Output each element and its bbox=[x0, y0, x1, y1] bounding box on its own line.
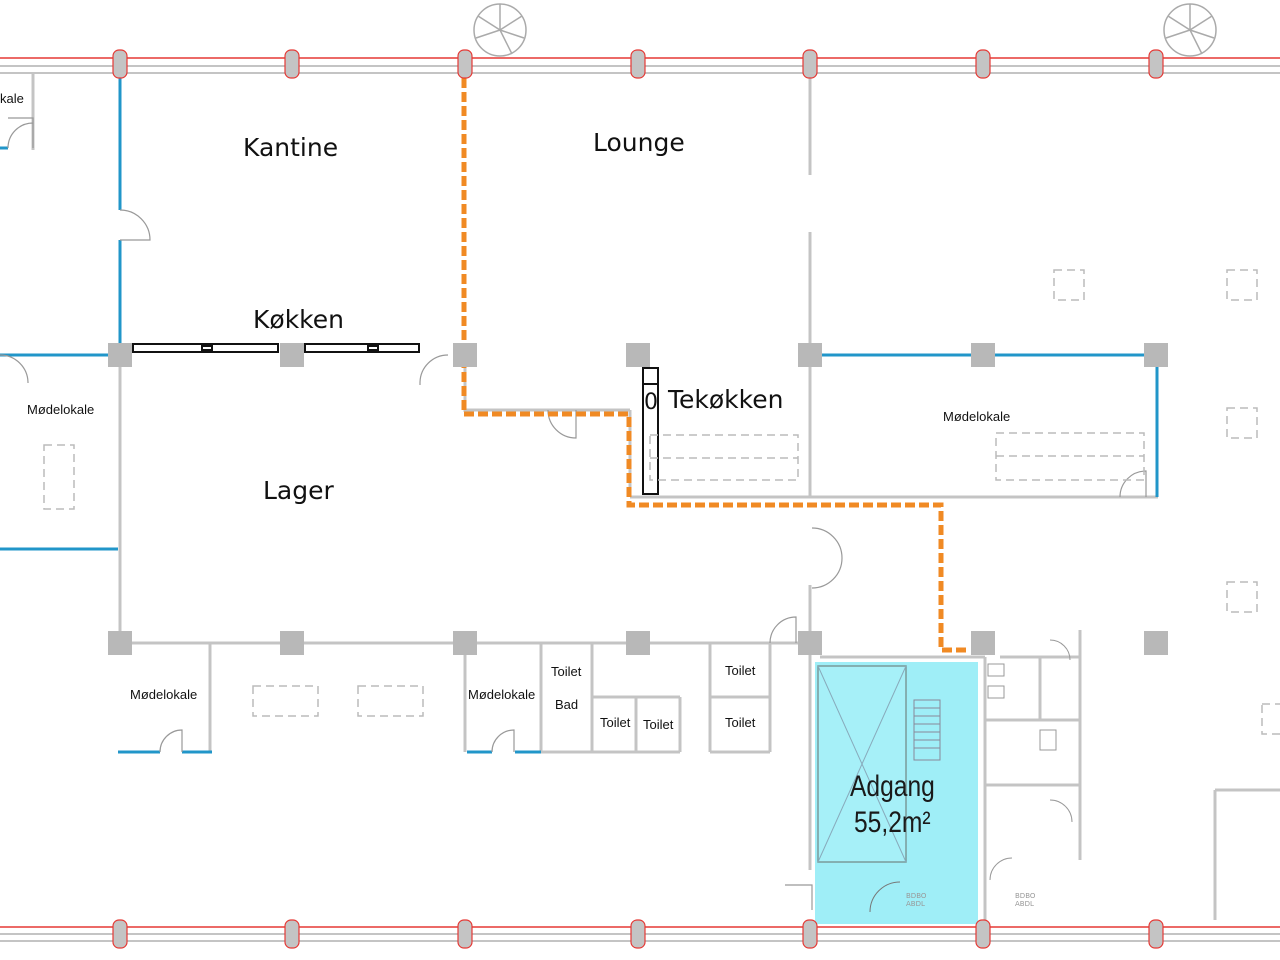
interior-walls bbox=[31, 73, 1280, 920]
room-label-toilet-3: Toilet bbox=[643, 717, 674, 732]
room-label-moedelokale-right: Mødelokale bbox=[943, 409, 1011, 424]
room-label-bad: Bad bbox=[555, 697, 579, 712]
outer-walls bbox=[0, 57, 1280, 942]
room-label-lounge: Lounge bbox=[593, 128, 685, 157]
stamp-label-2: BDBO ABDL bbox=[1015, 892, 1036, 908]
access-area-value: 55,2m² bbox=[854, 806, 931, 839]
room-label-lager: Lager bbox=[263, 476, 334, 505]
room-label-moedelokale-bottom-1: Mødelokale bbox=[130, 687, 198, 702]
wall-posts bbox=[112, 49, 1164, 949]
furniture-outlines bbox=[43, 269, 1280, 735]
spiral-stair-icon bbox=[473, 3, 1217, 57]
access-label: Adgang bbox=[850, 770, 935, 803]
tea-kitchen-counter bbox=[642, 367, 659, 495]
kitchen-counter bbox=[132, 343, 420, 353]
sanitary-fixtures bbox=[987, 639, 1073, 881]
columns bbox=[108, 343, 1168, 655]
access-route bbox=[461, 78, 968, 653]
counter-marker: 0 bbox=[644, 390, 658, 415]
room-label-toilet-5: Toilet bbox=[725, 715, 756, 730]
access-area bbox=[815, 662, 978, 924]
room-label-toilet-2: Toilet bbox=[600, 715, 631, 730]
room-label-moedelokale-top-left: kale bbox=[0, 91, 24, 106]
room-label-tekoekken: Tekøkken bbox=[668, 385, 784, 414]
room-label-moedelokale-left: Mødelokale bbox=[27, 402, 95, 417]
stamp-label-1: BDBO ABDL bbox=[906, 892, 927, 908]
room-label-kantine: Kantine bbox=[243, 133, 339, 162]
room-label-toilet-1: Toilet bbox=[551, 664, 582, 679]
room-label-toilet-4: Toilet bbox=[725, 663, 756, 678]
room-label-koekken: Køkken bbox=[253, 305, 344, 334]
room-label-moedelokale-bottom-2: Mødelokale bbox=[468, 687, 536, 702]
